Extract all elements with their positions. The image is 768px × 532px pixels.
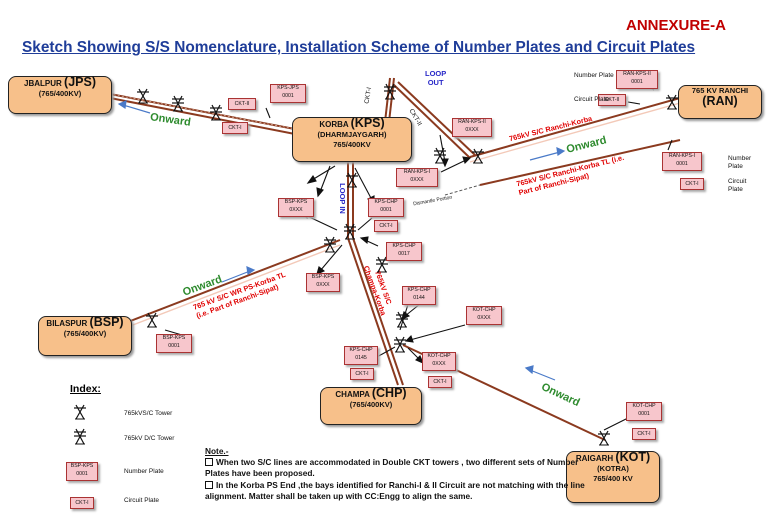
note-title: Note.- [205,446,229,456]
circuit-plate-legend-top: Circuit Plate [574,96,610,103]
circuit-plate-ckt-i-kps: CKT-I [374,220,398,232]
line-loop-out [384,77,476,159]
note-line-1: When two S/C lines are accommodated in D… [205,457,579,479]
index-sample-circuit-plate: CKT-I [70,497,94,509]
circuit-plate-ckt-i-jps: CKT-I [222,122,248,134]
substation-ran: 765 KV RANCHI (RAN) [678,85,762,119]
onward-arrows [117,100,566,381]
circuit-plate-ckt-i-chp-right: CKT-I [428,376,452,388]
substation-jps: JBALPUR (JPS) (765/400KV) [8,76,112,114]
circuit-plate-ckt-ii-top: CKT-II [598,94,626,106]
substation-kps: KORBA (KPS) (DHARMJAYGARH) 765/400KV [292,117,412,162]
page-title: Sketch Showing S/S Nomenclature, Install… [22,39,696,56]
note-block: Note.- When two S/C lines are accommodat… [205,446,605,502]
checkbox-icon [205,480,213,489]
index-dc-tower-label: 765kV D/C Tower [124,435,175,442]
line-kps-chp [347,237,404,386]
index-number-plate-label: Number Plate [124,468,164,475]
checkbox-icon [205,458,213,467]
annexure-label: ANNEXURE-A [626,17,727,34]
index-sc-tower-label: 765kVS/C Tower [124,410,173,417]
substation-chp: CHAMPA (CHP) (765/400KV) [320,387,422,425]
substation-bsp: BILASPUR (BSP) (765/400KV) [38,316,132,356]
circuit-plate-ckt-i-kot: CKT-I [632,428,656,440]
note-line-2: In the Korba PS End ,the bays identified… [205,479,585,501]
substation-kot: RAIGARH (KOT) (KOTRA) 765/400 KV [566,451,660,503]
number-plate-legend-top: Number Plate [574,72,614,79]
line-jps-kps [109,93,301,136]
circuit-plate-ckt-i-right: CKT-I [680,178,704,190]
line-kps-ran [444,97,681,196]
circuit-plate-ckt-ii-jps: CKT-II [228,98,256,110]
circuit-plate-ckt-i-chp-left: CKT-I [350,368,374,380]
index-circuit-plate-label: Circuit Plate [124,497,160,504]
index-title: Index: [70,383,101,395]
loop-in-label: LOOP IN [337,183,347,214]
